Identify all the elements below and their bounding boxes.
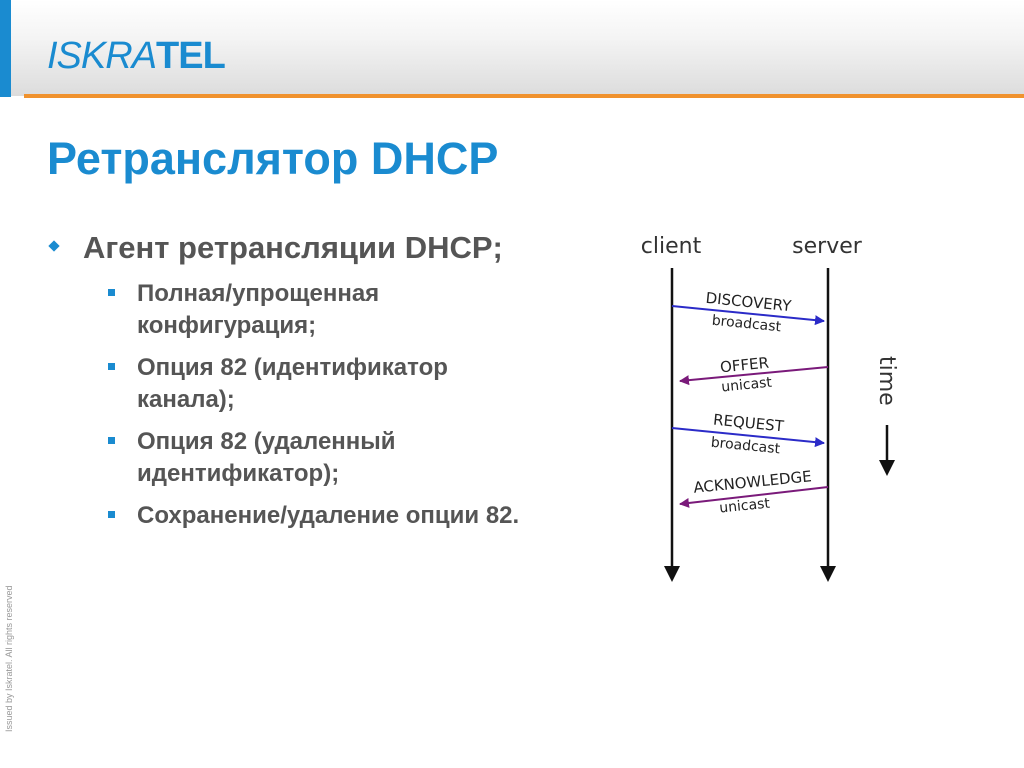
logo-text-tel: TEL — [156, 35, 226, 77]
header-divider — [24, 94, 1024, 98]
header-band — [0, 0, 1024, 96]
sub-item-4-line1: Сохранение/удаление опции 82. — [137, 502, 520, 529]
discovery-mode-label: broadcast — [711, 313, 782, 336]
request-label: REQUEST — [712, 411, 785, 436]
main-bullet-text: Агент ретрансляции DHCP; — [83, 230, 503, 265]
sub-item-2-line1: Опция 82 (идентификатор — [137, 354, 448, 381]
server-label: server — [792, 234, 863, 259]
time-arrowhead-icon — [879, 460, 895, 476]
discovery-arrow — [671, 305, 825, 326]
offer-mode-label: unicast — [721, 375, 774, 396]
square-bullet-icon — [108, 511, 115, 518]
left-accent-bar — [0, 0, 11, 97]
sub-item-1-line2: конфигурация; — [137, 312, 317, 339]
square-bullet-icon — [108, 363, 115, 370]
square-bullet-icon — [108, 437, 115, 444]
sub-item-4: Сохранение/удаление опции 82. — [137, 500, 519, 532]
sub-item-2: Опция 82 (идентификатор канала); — [137, 352, 448, 416]
offer-label: OFFER — [719, 354, 769, 377]
logo-text-iskra: ISKRA — [47, 35, 157, 77]
sub-item-3: Опция 82 (удаленный идентификатор); — [137, 426, 396, 490]
sub-item-2-line2: канала); — [137, 386, 235, 413]
sub-item-3-line2: идентификатор); — [137, 460, 340, 487]
square-bullet-icon — [108, 289, 115, 296]
server-lifeline-arrowhead-icon — [820, 566, 836, 582]
request-mode-label: broadcast — [710, 435, 781, 458]
iskratel-logo: ISKRATEL — [47, 34, 226, 78]
acknowledge-mode-label: unicast — [719, 496, 772, 517]
acknowledge-arrow — [679, 486, 829, 508]
slide-title: Ретранслятор DHCP — [47, 133, 499, 184]
time-label: time — [874, 356, 899, 406]
client-label: client — [641, 234, 702, 259]
copyright-footer: Issued by Iskratel. All rights reserved — [4, 585, 14, 732]
offer-arrow — [679, 366, 829, 386]
request-arrow — [671, 427, 825, 448]
acknowledge-label: ACKNOWLEDGE — [693, 467, 813, 496]
client-lifeline-arrowhead-icon — [664, 566, 680, 582]
sub-item-3-line1: Опция 82 (удаленный — [137, 428, 396, 455]
sub-item-1-line1: Полная/упрощенная — [137, 280, 380, 307]
sub-item-1: Полная/упрощенная конфигурация; — [137, 278, 379, 342]
